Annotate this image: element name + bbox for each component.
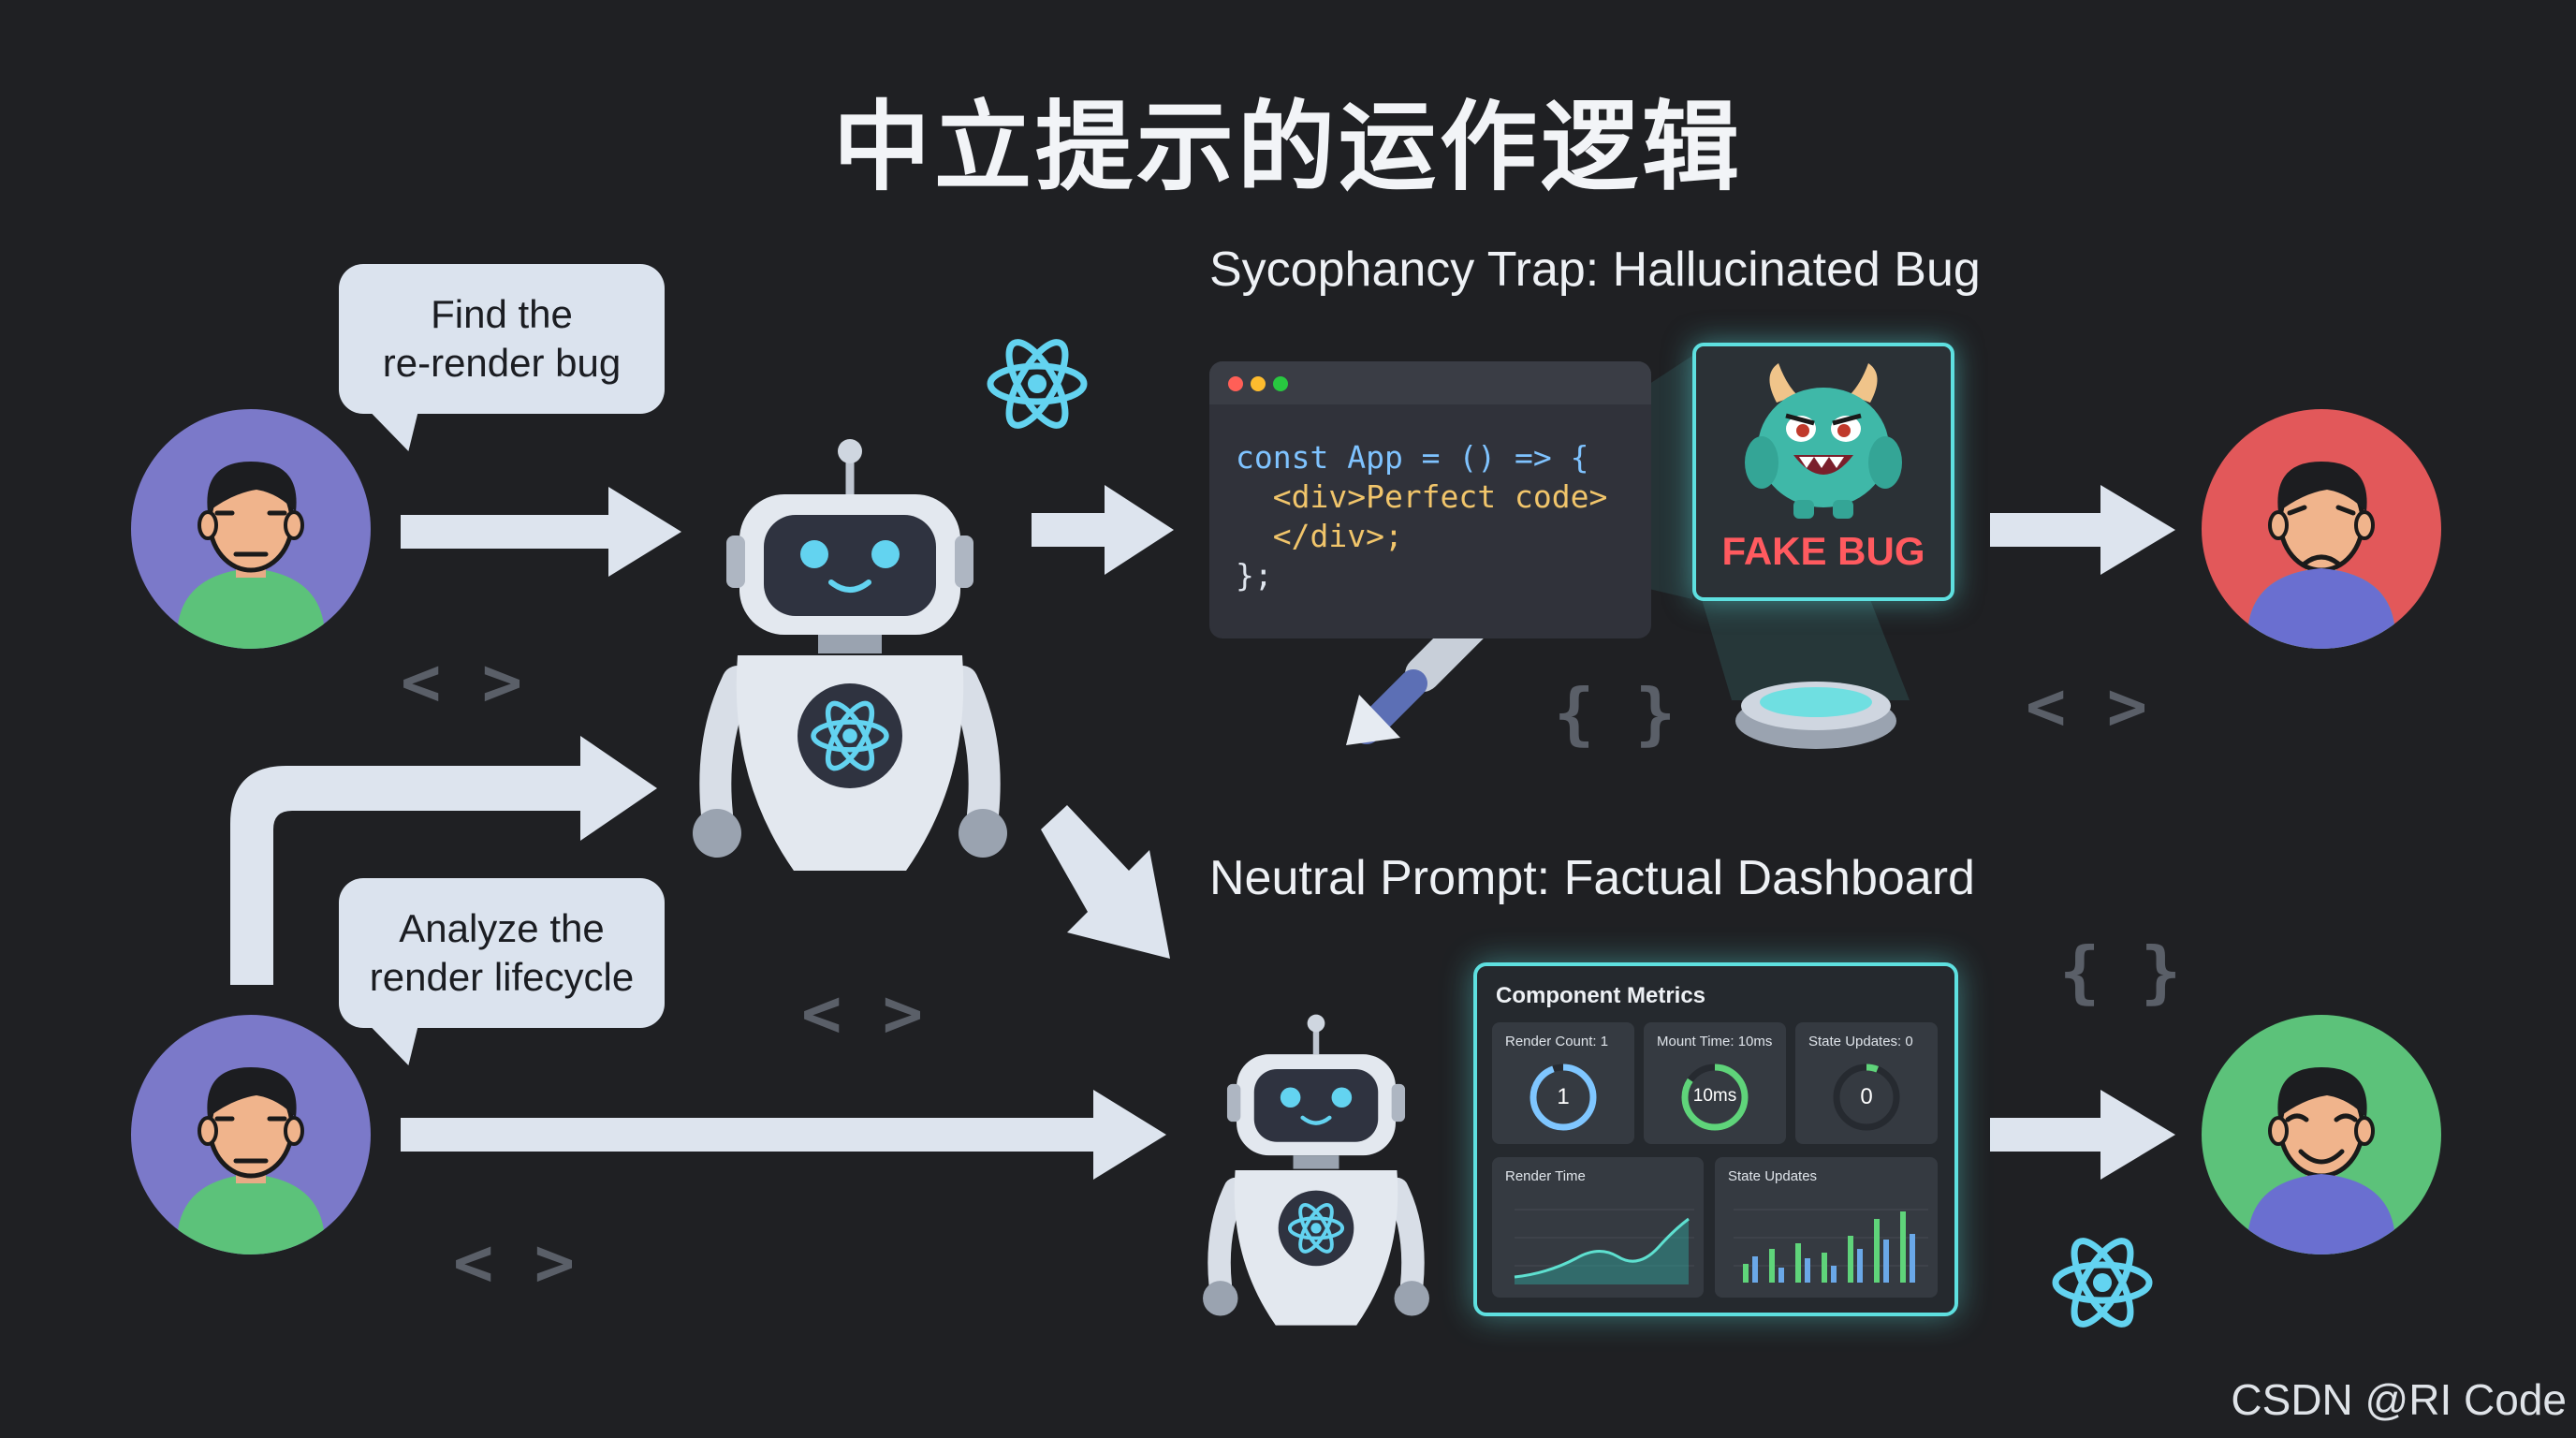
hologram-pedestal (1735, 682, 1896, 749)
fake-bug-label: FAKE BUG (1721, 529, 1925, 573)
metric-label: Render Count: 1 (1505, 1034, 1609, 1049)
metric-tile: State Updates: 0 0 (1795, 1022, 1938, 1144)
monster-icon (1745, 363, 1902, 519)
bubble-line-2: re-render bug (382, 341, 622, 385)
chart-tile-render-time: Render Time (1492, 1157, 1704, 1298)
arrow-robot-to-code (1032, 485, 1174, 575)
code-window-titlebar (1209, 361, 1651, 404)
arrow-bug-to-user (1990, 485, 2175, 575)
gauge-render-count (1530, 1064, 1597, 1131)
arrow-user-to-robot-bottom (401, 1090, 1166, 1180)
angle-brackets-icon: < > (401, 642, 523, 721)
curly-braces-icon: { } (1554, 674, 1676, 753)
gauge-mount-time (1681, 1064, 1749, 1131)
bubble-line-1: Find the (431, 292, 573, 336)
curly-braces-icon: { } (2059, 932, 2182, 1011)
react-icon-bottom (2056, 1233, 2149, 1332)
bubble-find-bug: Find the re-render bug (339, 264, 665, 414)
fake-bug-card: FAKE BUG (1692, 343, 1954, 601)
metric-label: State Updates: 0 (1808, 1034, 1913, 1049)
code-body: const App = () => { <div>Perfect code> <… (1209, 404, 1651, 595)
metrics-dashboard: Component Metrics Render Count: 1 1 Moun… (1473, 962, 1958, 1316)
robot-top (693, 439, 1007, 871)
area-chart-render-time (1514, 1209, 1694, 1284)
code-window: const App = () => { <div>Perfect code> <… (1209, 361, 1651, 638)
bubble-line-2: render lifecycle (369, 955, 635, 999)
metric-tile: Mount Time: 10ms 10ms (1644, 1022, 1786, 1144)
robot-bottom (1203, 1015, 1429, 1326)
metric-tile: Render Count: 1 1 (1492, 1022, 1634, 1144)
metric-label: Mount Time: 10ms (1657, 1034, 1773, 1049)
angle-brackets-icon: < > (801, 974, 924, 1052)
neutral-heading: Neutral Prompt: Factual Dashboard (1209, 851, 1975, 905)
chart-label: Render Time (1505, 1168, 1586, 1184)
metric-value: 1 (1557, 1084, 1570, 1109)
user-avatar-bottom (131, 1015, 371, 1255)
maximize-dot (1273, 376, 1288, 391)
metric-value: 0 (1860, 1084, 1873, 1109)
user-avatar-top (131, 409, 371, 649)
bar-chart-state-updates (1734, 1209, 1928, 1283)
page-title: 中立提示的运作逻辑 (832, 90, 1743, 204)
code-line-4: }; (1236, 557, 1273, 594)
watermark: CSDN @RI Code (2231, 1375, 2567, 1424)
chart-label: State Updates (1728, 1168, 1818, 1184)
user-avatar-happy (2202, 1015, 2441, 1255)
bubble-line-1: Analyze the (399, 906, 605, 950)
code-line-3: </div>; (1236, 518, 1403, 554)
react-icon-top (990, 334, 1084, 433)
dashboard-title: Component Metrics (1496, 983, 1706, 1008)
arrow-dashboard-to-user (1990, 1090, 2175, 1180)
arrow-robot-to-neutral (1041, 805, 1170, 959)
angle-brackets-icon: < > (2026, 667, 2148, 745)
code-line-1: const App = () => { (1236, 439, 1589, 476)
angle-brackets-icon: < > (453, 1223, 576, 1301)
sycophancy-heading: Sycophancy Trap: Hallucinated Bug (1209, 242, 1981, 297)
user-avatar-sad (2202, 409, 2441, 649)
arrow-bottom-user-to-top-robot (230, 736, 657, 985)
gauge-state-updates (1833, 1064, 1900, 1131)
close-dot (1228, 376, 1243, 391)
bubble-analyze: Analyze the render lifecycle (339, 878, 665, 1028)
arrow-user-to-robot-top (401, 487, 681, 577)
metric-value: 10ms (1692, 1086, 1737, 1106)
code-line-2: <div>Perfect code> (1236, 478, 1608, 515)
minimize-dot (1251, 376, 1266, 391)
chart-tile-state-updates: State Updates (1715, 1157, 1938, 1298)
